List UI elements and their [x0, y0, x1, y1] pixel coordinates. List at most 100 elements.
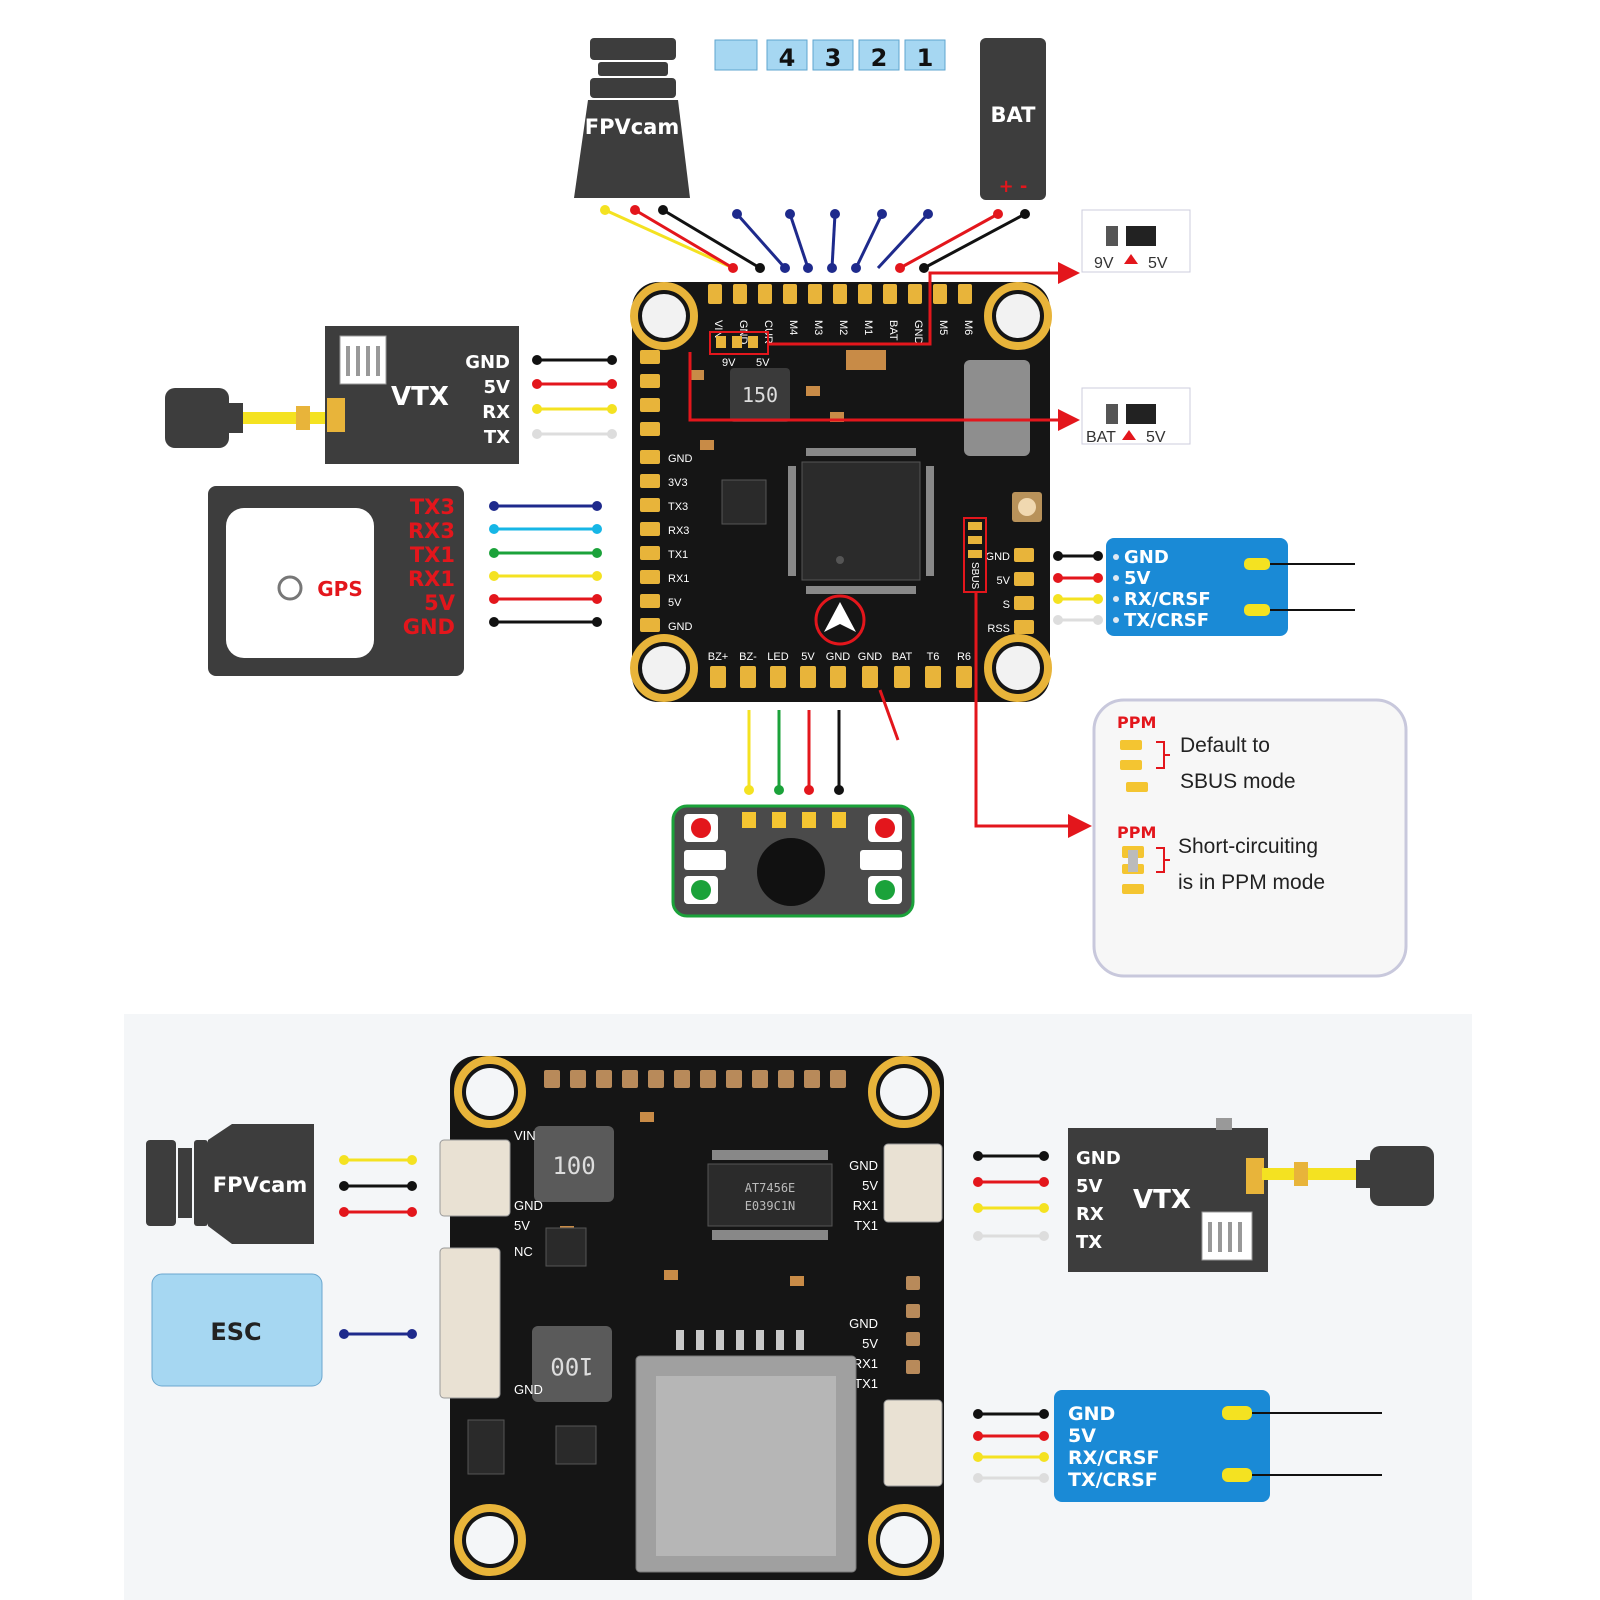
pin-vin: VIN	[712, 320, 724, 338]
vtx-top-pin-tx: TX	[484, 427, 510, 448]
fpvcam-label-top: FPVcam	[585, 115, 680, 139]
callout-arrow-icon	[1058, 409, 1080, 431]
vtx-bottom-pin-5v: 5V	[1076, 1176, 1103, 1197]
pin-left-rx3: RX3	[668, 525, 689, 537]
esc-connector-tabs: 4 3 2 1	[714, 39, 946, 72]
osd-right-top-tx1: TX1	[854, 1218, 878, 1233]
buzzer-led-module	[671, 710, 915, 918]
arrow-logo-icon	[824, 602, 856, 632]
ppm-label-1: PPM	[1117, 713, 1156, 732]
osd-left-pin-gnd-1: GND	[514, 1198, 543, 1213]
pin-m3: M3	[812, 320, 824, 335]
osd-right-mid-rx1: RX1	[853, 1356, 878, 1371]
inductor-150	[730, 368, 790, 422]
vtx-title-bottom: VTX	[1133, 1185, 1191, 1215]
vtx-bottom-pin-rx: RX	[1076, 1204, 1104, 1225]
board-5v-label: 5V	[756, 357, 770, 369]
ppm-short-line-1: Short-circuiting	[1178, 835, 1318, 858]
gps-pin-5v: 5V	[424, 591, 456, 615]
switch-bat-5v: BAT 5V	[1081, 387, 1191, 446]
pin-gnd-2: GND	[912, 320, 924, 345]
pin-bot-r6: R6	[957, 651, 971, 663]
inductor-code: 150	[742, 383, 778, 407]
vtx-bottom-pin-gnd: GND	[1076, 1148, 1121, 1169]
osd-right-mid-gnd: GND	[849, 1316, 878, 1331]
pin-right-s: S	[1003, 599, 1010, 611]
switch-9v-5v: 9V 5V	[1081, 209, 1191, 273]
rx-bottom-pin-5v: 5V	[1068, 1425, 1096, 1447]
battery-label: BAT	[991, 103, 1037, 127]
callout-lines	[688, 271, 1068, 828]
vtx-bottom-pin-tx: TX	[1076, 1232, 1102, 1253]
osd-right-mid-5v: 5V	[862, 1336, 878, 1351]
callout-arrow-icon	[1068, 814, 1092, 838]
osd-chip-text-1: AT7456E	[745, 1181, 796, 1195]
pin-left-rx1: RX1	[668, 573, 689, 585]
esc-pad-2: 2	[871, 44, 888, 72]
osd-left-pin-nc: NC	[514, 1244, 533, 1259]
rx-bottom-pin-rxcrsf: RX/CRSF	[1068, 1447, 1159, 1469]
pin-m1: M1	[862, 320, 874, 335]
rx-top-pin-gnd: GND	[1124, 547, 1169, 568]
pin-bot-led: LED	[767, 651, 788, 663]
osd-right-top-5v: 5V	[862, 1178, 878, 1193]
pin-bat: BAT	[887, 320, 899, 341]
ppm-short-line-2: is in PPM mode	[1178, 871, 1325, 894]
vtx-top-pin-rx: RX	[482, 402, 510, 423]
switch-bat-5v-label: 5V	[1146, 429, 1166, 446]
osd-right-top-rx1: RX1	[853, 1198, 878, 1213]
switch-5v-label: 5V	[1148, 255, 1168, 272]
esc-pad-1: 1	[917, 44, 934, 72]
vtx-module-top: VTX GND 5V RX TX	[165, 326, 617, 464]
vtx-top-pin-5v: 5V	[484, 377, 511, 398]
callout-arrow-icon	[1058, 262, 1080, 284]
flight-controller-board: VIN GND CUR M4 M3 M2 M1 BAT GND M5 M6 GN…	[630, 282, 1052, 702]
rx-top-pin-5v: 5V	[1124, 568, 1151, 589]
gps-pin-rx3: RX3	[408, 519, 455, 543]
rx-top-pin-rxcrsf: RX/CRSF	[1124, 589, 1211, 610]
pin-bot-bzp: BZ+	[708, 651, 728, 663]
pin-bot-gnd-2: GND	[858, 651, 883, 663]
inductor-100-bottom	[532, 1326, 612, 1402]
pin-m4: M4	[787, 320, 799, 335]
fpv-camera-bottom: FPVcam	[146, 1124, 417, 1244]
inductor-code-2: 100	[550, 1352, 593, 1380]
esc-label: ESC	[210, 1318, 261, 1346]
pin-bot-bzm: BZ-	[739, 651, 757, 663]
inductor-100-top	[534, 1126, 614, 1202]
ppm-default-line-2: SBUS mode	[1180, 770, 1296, 793]
vtx-title-top: VTX	[391, 382, 449, 412]
osd-chip-text-2: E039C1N	[745, 1199, 796, 1213]
rx-bottom-pin-gnd: GND	[1068, 1403, 1115, 1425]
pin-left-gnd-2: GND	[668, 621, 693, 633]
gps-pin-tx3: TX3	[410, 495, 455, 519]
pin-left-gnd-1: GND	[668, 453, 693, 465]
usb-c-port	[964, 360, 1030, 456]
battery-block: BAT + -	[980, 38, 1046, 200]
pin-m2: M2	[837, 320, 849, 335]
triangle-marker-icon	[1124, 254, 1138, 264]
inductor-code-1: 100	[552, 1152, 595, 1180]
board-sbus-label: SBUS	[969, 562, 980, 590]
pin-bot-bat: BAT	[892, 651, 913, 663]
pin-right-gnd: GND	[986, 551, 1011, 563]
mcu-chip	[801, 461, 921, 581]
osd-left-pin-5v: 5V	[514, 1218, 530, 1233]
fpvcam-label-bottom: FPVcam	[213, 1173, 308, 1197]
gps-module: GPS TX3 RX3 TX1 RX1 5V GND	[208, 486, 602, 676]
osd-left-pin-vin: VIN	[514, 1128, 536, 1143]
antenna-connector-icon	[1370, 1146, 1434, 1206]
gps-pin-gnd: GND	[403, 615, 455, 639]
gps-pin-tx1: TX1	[410, 543, 455, 567]
antenna-connector-icon	[165, 388, 229, 448]
rx-bottom-pin-txcrsf: TX/CRSF	[1068, 1469, 1158, 1491]
triangle-marker-icon	[1122, 430, 1136, 440]
gps-title: GPS	[317, 577, 362, 601]
osd-right-top-gnd: GND	[849, 1158, 878, 1173]
pin-left-5v: 5V	[668, 597, 682, 609]
esc-block: ESC	[151, 1273, 417, 1387]
pin-bot-5v: 5V	[801, 651, 815, 663]
pin-bot-gnd-1: GND	[826, 651, 851, 663]
battery-polarity: + -	[999, 176, 1028, 197]
board-9v-label: 9V	[722, 357, 736, 369]
